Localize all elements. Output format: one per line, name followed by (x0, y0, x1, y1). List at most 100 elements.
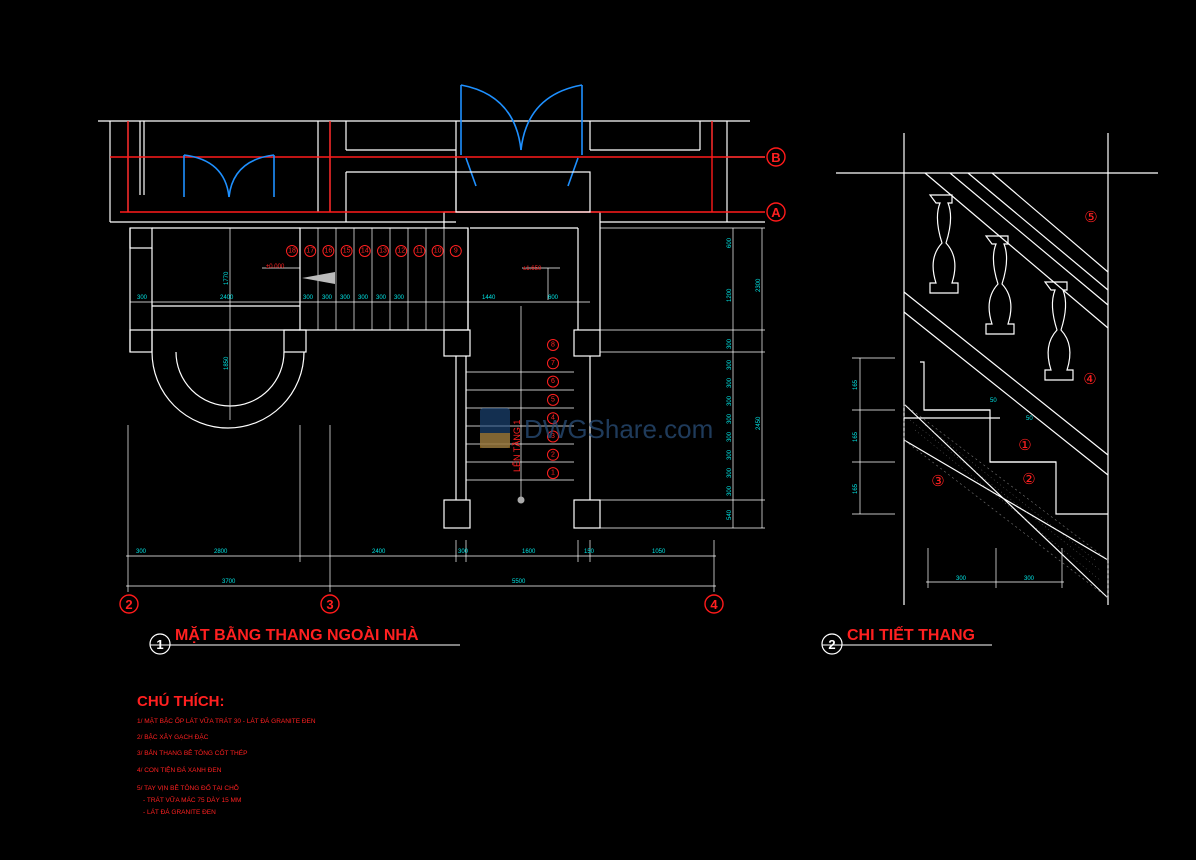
dim-right-value: 540 (727, 509, 733, 520)
stair-label: LÊN TẦNG 1 (512, 420, 522, 472)
dim-mid-value: 2400 (220, 295, 234, 301)
note-5: 5/ TAY VỊN BÊ TÔNG ĐỔ TẠI CHỖ (137, 783, 239, 792)
dim-bottom-value: 2800 (214, 549, 228, 555)
step-number-4: 4 (547, 412, 559, 425)
stair-detail: 165 165 165 300 300 50 50 ① ② ③ ④ ⑤ (836, 133, 1158, 605)
step-label: 8 (551, 342, 555, 349)
dim-bottom-value: 150 (584, 549, 595, 555)
dim-right-value: 300 (727, 485, 733, 496)
plan-title-block: 1 MẶT BẰNG THANG NGOÀI NHÀ (149, 625, 460, 655)
step-label: 13 (379, 248, 387, 255)
step-label: 14 (361, 248, 369, 255)
upper-treads (317, 228, 445, 330)
detail-dim-3: 165 (853, 483, 859, 494)
detail-dim-small-1: 50 (990, 398, 997, 404)
axis-b: B (771, 150, 780, 165)
level-left: ±0.000 (266, 264, 285, 270)
dim-mid-value: 300 (358, 295, 369, 301)
direction-arrow (302, 272, 335, 284)
dim-bottom-value: 2400 (372, 549, 386, 555)
step-label: 15 (343, 248, 351, 255)
step-number-6: 6 (547, 375, 559, 388)
callout-3: ③ (931, 473, 944, 490)
step-number-5: 5 (547, 393, 559, 406)
step-number-13: 13 (377, 245, 389, 257)
detail-dim-bottom-2: 300 (1024, 576, 1035, 582)
watermark-text: DWGShare.com (524, 414, 713, 444)
note-1: 1/ MẶT BẬC ỐP LÁT VỮA TRÁT 30 - LÁT ĐÁ G… (137, 715, 316, 725)
door-main (455, 84, 591, 213)
dim-mid-value: 300 (376, 295, 387, 301)
callout-2: ② (1022, 471, 1035, 488)
level-right: ±1.650 (523, 266, 542, 272)
dim-bottom-value: 1050 (652, 549, 666, 555)
dim-right-value: 1200 (727, 288, 733, 302)
dim-right-value: 300 (727, 359, 733, 370)
note-5b: - LÁT ĐÁ GRANITE ĐEN (143, 807, 216, 816)
step-label: 16 (325, 248, 333, 255)
step-label: 3 (551, 433, 555, 440)
door-left (183, 154, 275, 198)
step-label: 17 (306, 248, 314, 255)
dim-right-value: 300 (727, 449, 733, 460)
detail-dim-small-2: 50 (1026, 416, 1033, 422)
dim-right-value: 300 (727, 413, 733, 424)
step-label: 6 (551, 378, 555, 385)
stair-slab (903, 403, 1109, 599)
step-label: 1 (551, 470, 555, 477)
dim-right-value: 300 (727, 431, 733, 442)
step-label: 10 (434, 248, 442, 255)
dim-right-total: 2450 (756, 416, 762, 430)
dim-mid-value: 300 (394, 295, 405, 301)
step-number-17: 17 (304, 245, 317, 257)
dim-left-2: 1850 (224, 356, 230, 370)
stair-plan: 2 3 4 B A ±0.000 ±1.650 LÊN TẦNG 1 18171… (98, 84, 786, 614)
step-label: 11 (416, 248, 423, 255)
dim-bottom-value: 1600 (522, 549, 536, 555)
note-4: 4/ CON TIỆN ĐÁ XANH ĐEN (137, 765, 222, 774)
upper-step-numbers: 18 17 16 15 14 13 12 11 10 9 (286, 245, 462, 257)
right-dimensions: 6001200300300300300300300300300300540230… (727, 237, 762, 520)
step-label: 18 (288, 248, 296, 255)
step-label: 5 (551, 396, 555, 403)
dim-left-1: 1770 (224, 271, 230, 285)
dim-mid-value: 300 (137, 295, 148, 301)
lower-step-numbers: 8 7 6 5 4 3 2 1 (547, 339, 559, 480)
step-number-14: 14 (358, 245, 371, 257)
balusters (928, 194, 1074, 381)
step-label: 7 (551, 360, 555, 367)
notes-block: CHÚ THÍCH: 1/ MẶT BẬC ỐP LÁT VỮA TRÁT 30… (137, 692, 316, 816)
detail-dim-2: 165 (853, 431, 859, 442)
callout-4: ④ (1083, 371, 1096, 388)
step-label: 4 (551, 415, 555, 422)
detail-title: CHI TIẾT THANG (847, 625, 975, 644)
detail-title-block: 2 CHI TIẾT THANG (821, 625, 992, 655)
axis-3: 3 (326, 597, 333, 612)
detail-dim-bottom-1: 300 (956, 576, 967, 582)
note-5a: - TRÁT VỮA MÁC 75 DÀY 15 MM (143, 795, 241, 804)
step-number-7: 7 (547, 357, 559, 370)
step-number-10: 10 (431, 245, 444, 257)
step-number-15: 15 (340, 245, 353, 257)
step-number-3: 3 (547, 430, 559, 443)
step-number-2: 2 (547, 448, 559, 461)
plan-title: MẶT BẰNG THANG NGOÀI NHÀ (175, 625, 419, 644)
step-label: 12 (397, 248, 405, 255)
dim-bottom-value: 300 (458, 549, 469, 555)
dim-mid-value: 300 (340, 295, 351, 301)
dim-right-value: 300 (727, 377, 733, 388)
dim-right-value: 300 (727, 467, 733, 478)
note-3: 3/ BẢN THANG BÊ TÔNG CỐT THÉP (137, 747, 247, 757)
axis-2: 2 (125, 597, 132, 612)
step-number-9: 9 (449, 245, 462, 257)
note-2: 2/ BẬC XÂY GẠCH ĐẶC (137, 732, 209, 741)
step-number-16: 16 (322, 245, 335, 257)
watermark: DWGShare.com (480, 408, 713, 448)
dim-right-total: 2300 (756, 278, 762, 292)
dim-right-value: 300 (727, 395, 733, 406)
dim-mid-value: 300 (322, 295, 333, 301)
step-number-1: 1 (547, 467, 559, 480)
